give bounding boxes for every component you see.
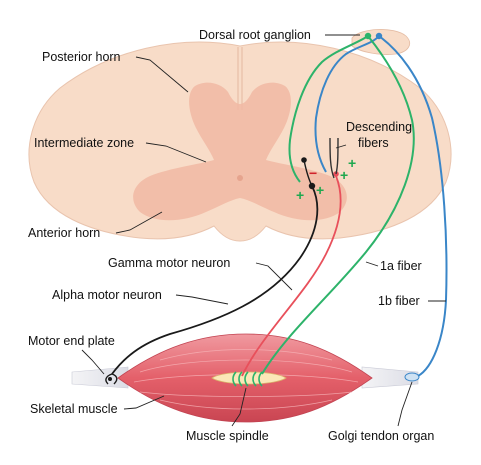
muscle-spindle-coils [232,371,263,387]
label-intermediate-zone: Intermediate zone [34,136,134,150]
fiber-1b-path [314,35,448,377]
muscle-striations [133,349,359,410]
label-dorsal-root-ganglion: Dorsal root ganglion [199,28,311,42]
label-golgi-tendon-organ: Golgi tendon organ [328,429,434,443]
central-canal [237,175,243,181]
label-muscle-spindle: Muscle spindle [186,429,269,443]
label-alpha-motor-neuron: Alpha motor neuron [52,288,162,302]
label-anterior-horn: Anterior horn [28,226,100,240]
leader-lines [81,34,446,427]
tendon-right [361,366,419,389]
dorsal-root-ganglion-shape [351,29,410,55]
interneuron-link [303,159,313,187]
muscle-spindle-capsule [211,371,287,385]
label-motor-end-plate: Motor end plate [28,334,115,348]
alpha-motor-neuron-path [111,185,319,375]
excitatory-sign-2: + [348,155,356,171]
dorsal-median-sulcus [237,47,243,110]
label-descending-line2: fibers [358,136,389,150]
label-gamma-motor-neuron: Gamma motor neuron [108,256,230,270]
label-1a-fiber: 1a fiber [380,259,422,273]
label-1b-fiber: 1b fiber [378,294,420,308]
label-posterior-horn: Posterior horn [42,50,121,64]
fiber-1a-path [261,35,415,375]
excitatory-sign-1: + [340,167,348,183]
gamma-motor-neuron-path [241,175,342,377]
motor-end-plate-shape [105,373,118,385]
golgi-tendon-organ-shape [404,372,420,382]
excitatory-sign-3: + [316,182,324,198]
label-skeletal-muscle: Skeletal muscle [30,402,118,416]
motor-end-plate-dot [108,377,112,381]
gray-matter [133,82,347,221]
inhibitory-sign: − [309,165,317,181]
descending-fibers-path [329,137,339,179]
label-descending-line1: Descending [346,120,412,134]
excitatory-sign-4: + [296,187,304,203]
